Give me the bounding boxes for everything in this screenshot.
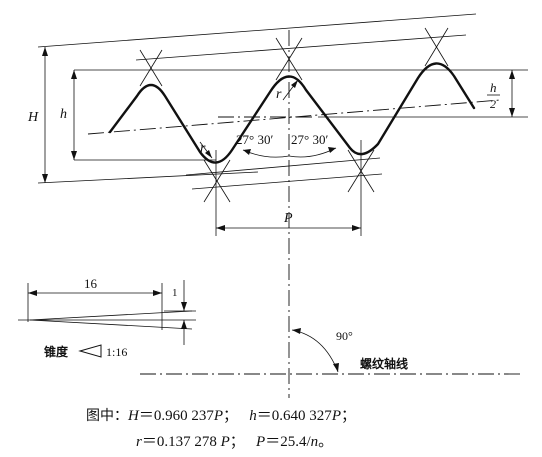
formula-line-1: 图中：H＝0.960 237P； h＝0.640 327P；	[86, 404, 356, 425]
radius-bottom: r	[199, 141, 213, 159]
label-H: H	[27, 110, 39, 125]
label-taper: 锥度	[44, 344, 69, 359]
formula-line2-end: 。	[318, 434, 334, 450]
dimension-h-half: h 2	[487, 70, 515, 117]
label-r-top: r	[276, 87, 282, 102]
taper-detail: 16 1 锥度 1:16	[18, 276, 196, 359]
formula-r-symbol: r	[136, 434, 142, 450]
formula-r-unit: P	[220, 434, 230, 450]
flank-angles: 27° 30′ 27° 30′	[236, 132, 337, 158]
formula-prefix: 图中：	[86, 408, 128, 424]
taper-boundary-lines	[37, 13, 501, 190]
thread-profile-drawing: H h h 2 r r 27° 30′ 27° 30′	[18, 13, 528, 398]
formula-h-unit: P	[331, 408, 341, 424]
label-thread-axis: 螺纹轴线	[360, 356, 408, 371]
crest-root-crosses	[139, 27, 449, 203]
label-P: P	[283, 211, 293, 226]
label-h-half-denominator: 2	[490, 97, 496, 111]
formula-P-value: ＝25.4/	[265, 434, 311, 450]
thread-profile-curve	[108, 62, 476, 164]
taper-symbol-icon	[78, 344, 102, 358]
label-h-half-numerator: h	[490, 80, 497, 95]
label-taper-rise: 1	[172, 287, 178, 299]
formula-line1-end: ；	[340, 408, 356, 424]
dimension-h: h	[60, 70, 77, 160]
formula-n-symbol: n	[310, 434, 319, 450]
label-r-bottom: r	[200, 141, 206, 156]
label-angle-right: 27° 30′	[291, 132, 328, 147]
label-taper-ratio: 1:16	[106, 345, 127, 359]
dimension-H: H	[27, 47, 48, 183]
formula-P-symbol: P	[256, 434, 266, 450]
formula-sep-2: ；	[229, 434, 245, 450]
label-right-angle: 90°	[336, 329, 353, 343]
label-taper-length: 16	[84, 276, 98, 291]
formula-sep-1: ；	[223, 408, 239, 424]
formula-line-2: r＝0.137 278 P； P＝25.4/n。	[136, 430, 333, 451]
formula-H-unit: P	[213, 408, 224, 424]
label-angle-left: 27° 30′	[236, 132, 273, 147]
thread-axis: 90° 螺纹轴线	[140, 328, 524, 375]
formula-H-value: ＝0.960 237	[138, 408, 214, 424]
radius-top: r	[276, 79, 299, 102]
formula-h-value: ＝0.640 327	[256, 408, 332, 424]
formula-h-symbol: h	[249, 408, 257, 424]
dimension-P: P	[216, 211, 361, 231]
formula-r-value: ＝0.137 278	[141, 434, 221, 450]
formula-H-symbol: H	[128, 408, 139, 424]
label-h: h	[60, 107, 67, 122]
